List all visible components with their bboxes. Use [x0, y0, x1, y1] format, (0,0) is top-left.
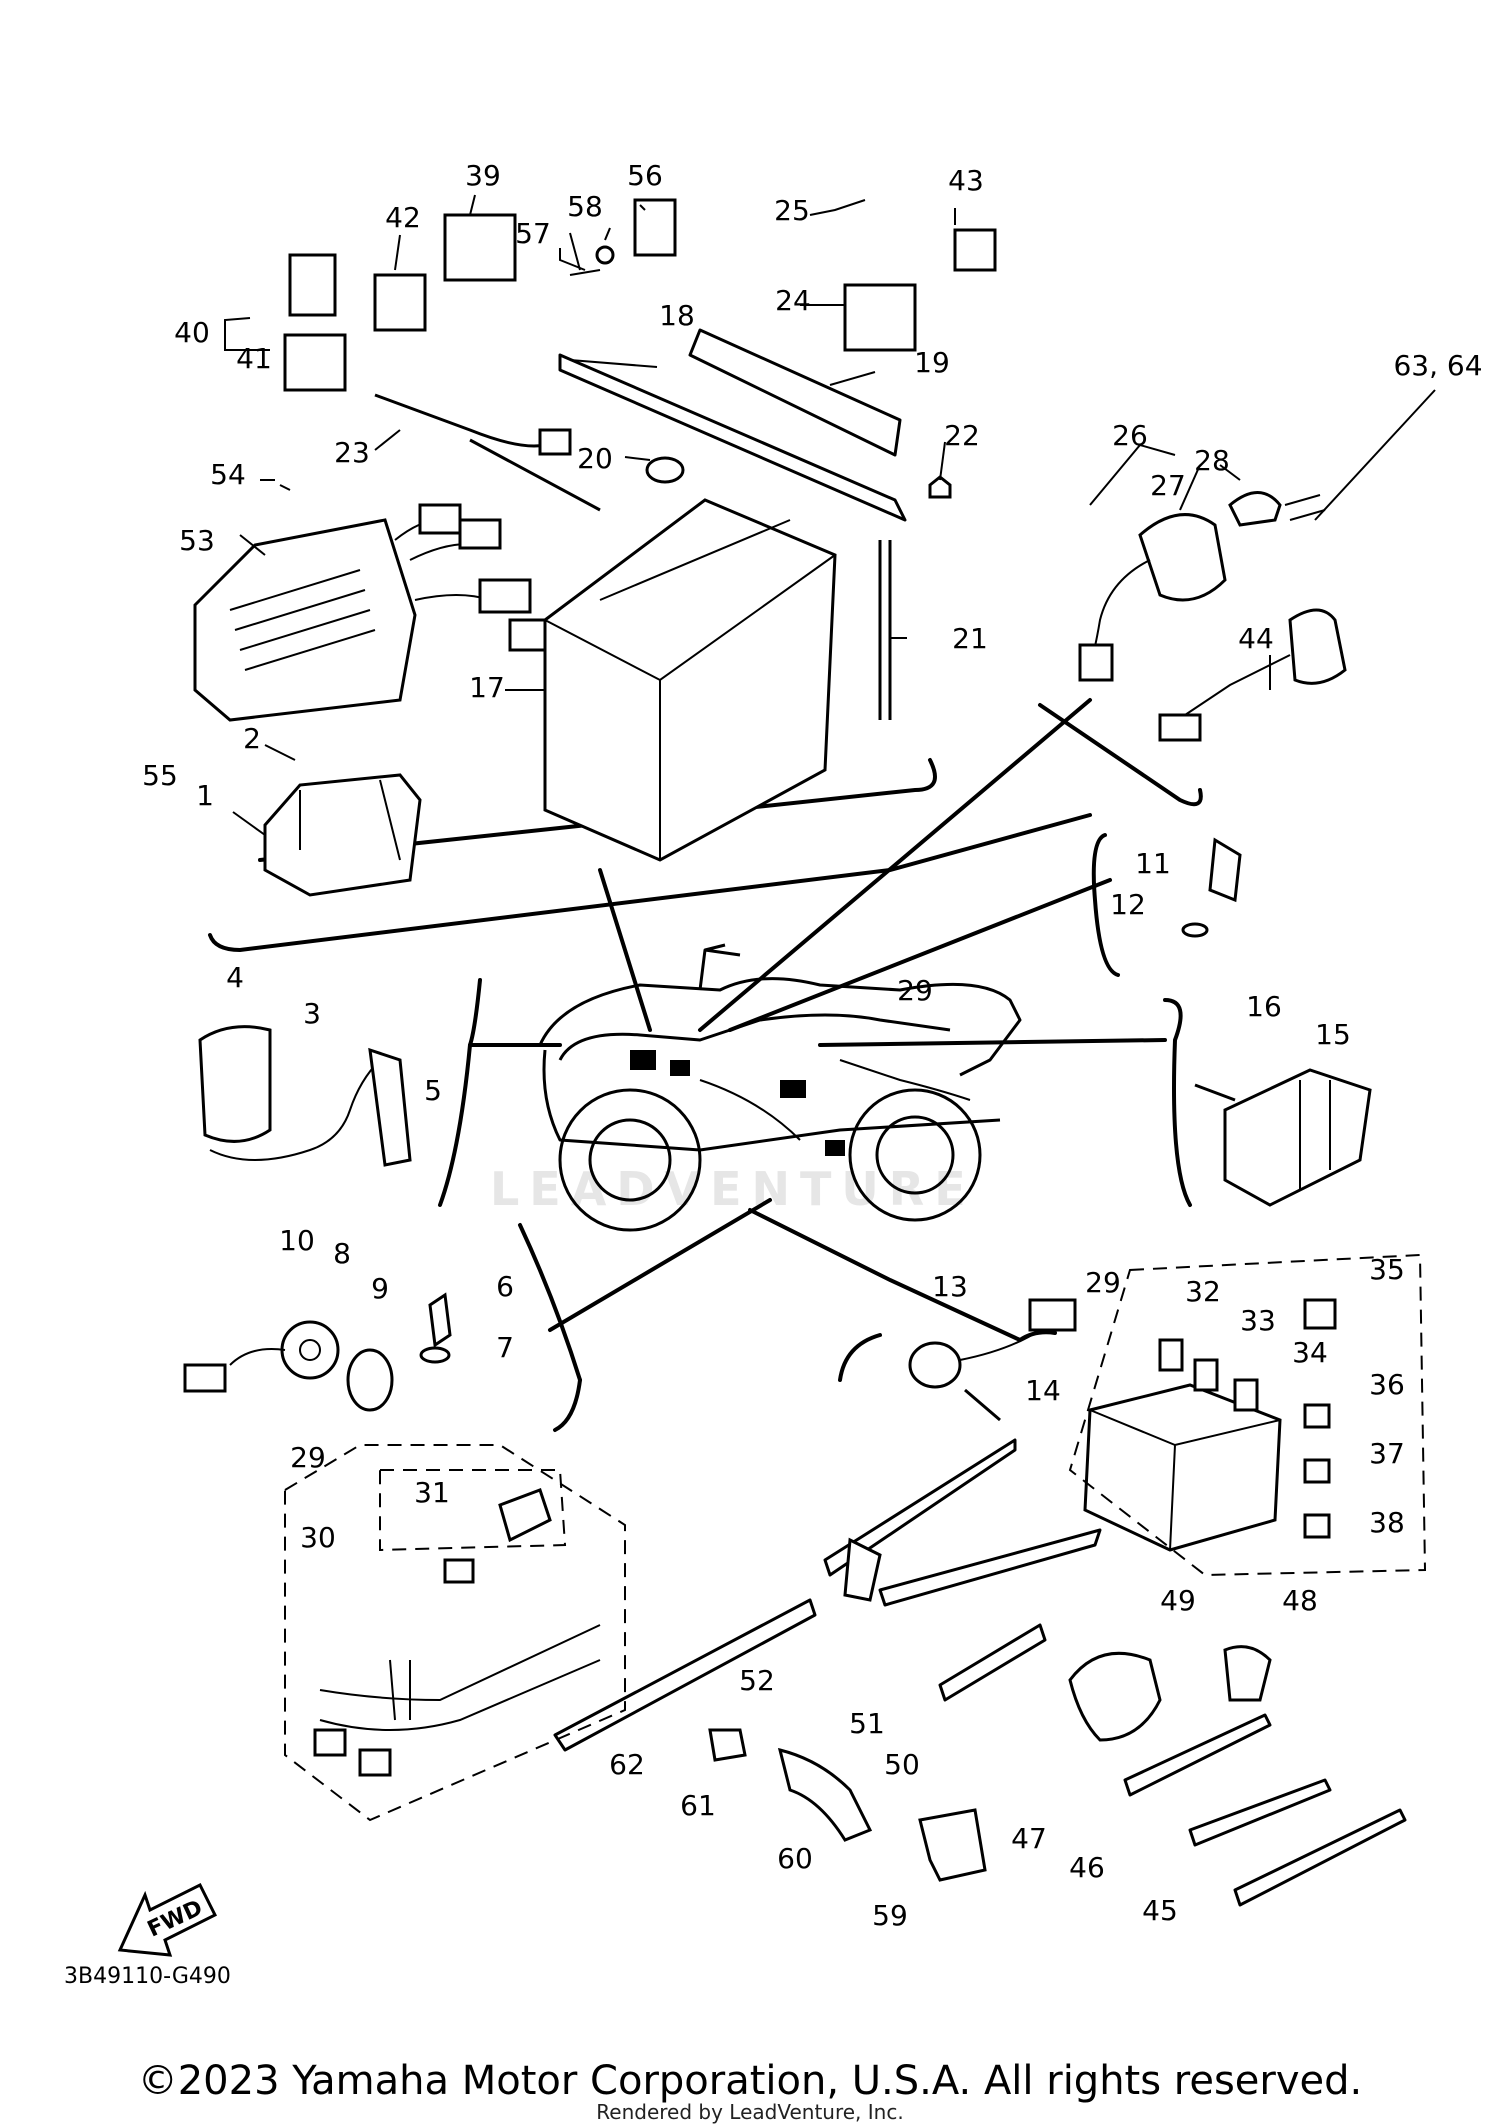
callout-6: 6: [496, 1270, 514, 1303]
callout-23: 23: [334, 436, 370, 469]
callout-62: 62: [609, 1748, 645, 1781]
copyright-text: ©2023 Yamaha Motor Corporation, U.S.A. A…: [137, 2058, 1363, 2104]
callout-27: 27: [1150, 469, 1186, 502]
callout-29-vehicle: 29: [897, 974, 933, 1007]
callout-25: 25: [774, 194, 810, 227]
callout-22: 22: [944, 419, 980, 452]
callout-5: 5: [424, 1074, 442, 1107]
callout-38: 38: [1369, 1506, 1405, 1539]
callout-43: 43: [948, 164, 984, 197]
callout-59: 59: [872, 1899, 908, 1932]
callout-36: 36: [1369, 1368, 1405, 1401]
callout-26: 26: [1112, 419, 1148, 452]
callout-29-fusebox: 29: [1085, 1266, 1121, 1299]
callout-48: 48: [1282, 1584, 1318, 1617]
atv-vehicle: [538, 943, 1022, 1232]
callout-53: 53: [179, 524, 215, 557]
callout-8: 8: [333, 1237, 351, 1270]
callouts: 1 2 3 4 5 6 7 8 9 10 11 12 13 14 15 16 1…: [142, 159, 1482, 1932]
callout-9: 9: [371, 1272, 389, 1305]
callout-19: 19: [914, 346, 950, 379]
callout-13: 13: [932, 1270, 968, 1303]
callout-18: 18: [659, 299, 695, 332]
callout-15: 15: [1315, 1018, 1351, 1051]
callout-39: 39: [465, 159, 501, 192]
callout-58: 58: [567, 190, 603, 223]
callout-49: 49: [1160, 1584, 1196, 1617]
part-dc-socket: [1158, 608, 1347, 742]
callout-14: 14: [1025, 1374, 1061, 1407]
callout-12: 12: [1110, 888, 1146, 921]
diagram-code: 3B49110-G490: [64, 1964, 231, 1989]
callout-20: 20: [577, 442, 613, 475]
group-dividers: [208, 698, 1203, 1432]
part-ties-and-clamps: [553, 1438, 1407, 1907]
part-fuse-box: [1083, 1298, 1337, 1552]
part-battery: [543, 498, 837, 862]
callout-51: 51: [849, 1707, 885, 1740]
callout-32: 32: [1185, 1275, 1221, 1308]
callout-30: 30: [300, 1521, 336, 1554]
callout-33: 33: [1240, 1304, 1276, 1337]
rendered-by-text: Rendered by LeadVenture, Inc.: [596, 2100, 904, 2124]
callout-16: 16: [1246, 990, 1282, 1023]
callout-52: 52: [739, 1664, 775, 1697]
part-regulator-53: [193, 503, 557, 722]
callout-2: 2: [243, 722, 261, 755]
callout-50: 50: [884, 1748, 920, 1781]
callout-41: 41: [236, 342, 272, 375]
callout-46: 46: [1069, 1851, 1105, 1884]
part-main-switch: [1078, 491, 1326, 682]
part-wire-23: [374, 393, 601, 512]
callout-31: 31: [414, 1476, 450, 1509]
callout-54: 54: [210, 458, 246, 491]
leader-lines: [224, 194, 1436, 836]
callout-61: 61: [680, 1789, 716, 1822]
callout-3: 3: [303, 997, 321, 1030]
part-relays-top: [283, 198, 997, 392]
callout-56: 56: [627, 159, 663, 192]
callout-44: 44: [1238, 622, 1274, 655]
callout-21: 21: [952, 622, 988, 655]
callout-37: 37: [1369, 1437, 1405, 1470]
callout-10: 10: [279, 1224, 315, 1257]
part-fuse-group-dashed: [1068, 1253, 1427, 1577]
callout-35: 35: [1369, 1253, 1405, 1286]
callout-40: 40: [174, 316, 210, 349]
part-coil: [198, 1025, 412, 1167]
callout-4: 4: [226, 961, 244, 994]
part-harness-group: [284, 1444, 626, 1822]
callout-1: 1: [196, 779, 214, 812]
part-rectifier: [1194, 1068, 1372, 1207]
callout-47: 47: [1011, 1822, 1047, 1855]
callout-57: 57: [515, 217, 551, 250]
callout-60: 60: [777, 1842, 813, 1875]
callout-24: 24: [775, 284, 811, 317]
callout-45: 45: [1142, 1894, 1178, 1927]
fwd-arrow: FWD: [117, 1882, 218, 1957]
part-sensor-11: [1181, 837, 1242, 938]
watermark-text: LEADVENTURE: [490, 1162, 976, 1216]
callout-34: 34: [1292, 1336, 1328, 1369]
part-ecu: [263, 773, 422, 897]
callout-29-harness: 29: [290, 1441, 326, 1474]
callout-11: 11: [1135, 847, 1171, 880]
callout-28: 28: [1194, 444, 1230, 477]
callout-55: 55: [142, 759, 178, 792]
callout-17: 17: [469, 671, 505, 704]
part-sensor-13: [908, 1298, 1077, 1422]
callout-63-64: 63, 64: [1393, 349, 1482, 382]
part-battery-band: [558, 328, 952, 720]
callout-42: 42: [385, 201, 421, 234]
callout-7: 7: [496, 1331, 514, 1364]
part-speed-sensor: [183, 1292, 452, 1412]
